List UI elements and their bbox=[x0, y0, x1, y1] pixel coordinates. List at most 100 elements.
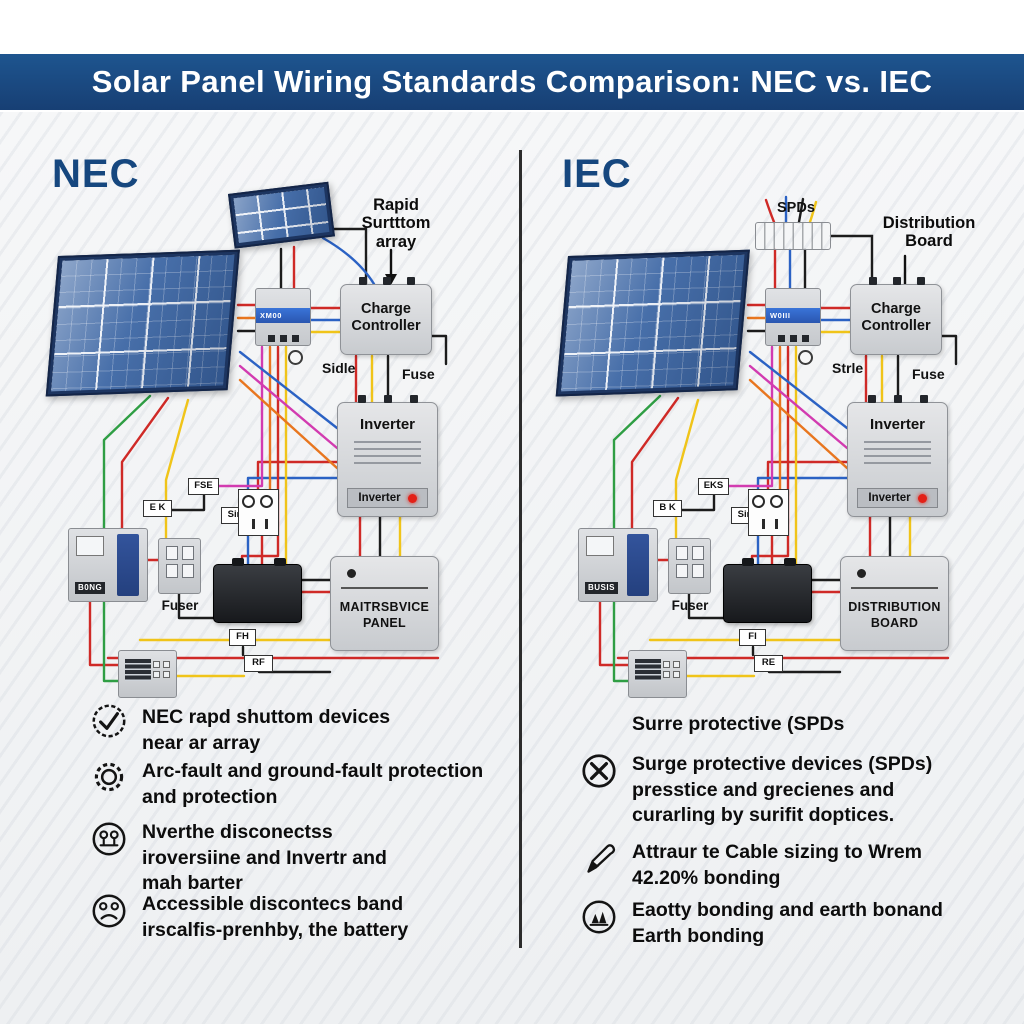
inverter-status-label: Inverter bbox=[358, 492, 401, 504]
nec-column: NEC Rapid Surtttom array XM00 Charge Con… bbox=[45, 152, 484, 941]
inverter: Inverter Inverter bbox=[337, 395, 438, 517]
wire-label-fuse: Fuse bbox=[402, 366, 435, 382]
check-badge-icon bbox=[92, 704, 126, 738]
array-annotation: Rapid Surtttom array bbox=[361, 196, 431, 251]
wire-label-side: Strle bbox=[832, 360, 864, 376]
panel-divider-line bbox=[851, 587, 938, 589]
combiner-band: W0III bbox=[766, 308, 820, 323]
earth-bonding-icon bbox=[582, 900, 616, 934]
iec-heading: IEC bbox=[562, 152, 632, 196]
bullet-text: Attraur te Cable sizing to Wrem 42.20% b… bbox=[632, 841, 923, 889]
bullet-text: Accessible discontecs band irscalfis-pre… bbox=[142, 893, 409, 941]
battery bbox=[213, 558, 302, 623]
inverter-label: Inverter bbox=[359, 416, 416, 433]
tag-re: RE bbox=[754, 655, 783, 672]
wire-label-side: Sidle bbox=[322, 360, 356, 376]
combiner-band: XM00 bbox=[256, 308, 310, 323]
bullet-text: Surge protective devices (SPDs) presstic… bbox=[632, 753, 933, 827]
inverter-status: Inverter bbox=[857, 488, 938, 508]
tag-eks: EKS bbox=[698, 478, 729, 495]
device-keys bbox=[153, 661, 170, 678]
combiner-terminals bbox=[766, 335, 820, 342]
panel-divider-line bbox=[341, 587, 428, 589]
battery bbox=[723, 558, 812, 623]
gauge-icon bbox=[288, 350, 303, 365]
monitoring-device bbox=[118, 650, 177, 698]
combiner-box: W0III bbox=[765, 288, 821, 346]
combiner-label: W0III bbox=[770, 311, 791, 320]
charge-controller: Charge Controller bbox=[850, 277, 942, 355]
tag-fse: FSE bbox=[188, 478, 219, 495]
combiner-terminals bbox=[256, 335, 310, 342]
utility-meter: B0NG bbox=[68, 528, 148, 602]
utility-meter: BUSIS bbox=[578, 528, 658, 602]
power-led bbox=[917, 493, 927, 503]
bullet-text: Eaotty bonding and earth bonand Earth bo… bbox=[632, 899, 943, 947]
pen-icon bbox=[587, 844, 616, 873]
charge-controller-label: Charge Controller bbox=[861, 301, 931, 334]
service-panel: MAITRSBVICE PANEL bbox=[330, 556, 439, 651]
tag-fh: FH bbox=[229, 629, 256, 646]
power-led bbox=[407, 493, 417, 503]
charge-controller-label: Charge Controller bbox=[351, 301, 421, 334]
bullet-text: Surre protective (SPDs bbox=[632, 713, 845, 735]
tag-rf: RF bbox=[244, 655, 273, 672]
disconnect-circle-icon bbox=[92, 822, 126, 856]
disconnect-switch bbox=[748, 489, 789, 536]
fuse-box bbox=[158, 538, 201, 594]
accessible-circle-icon bbox=[92, 894, 126, 928]
gear-icon bbox=[94, 762, 124, 792]
bullet-text: Arc-fault and ground-fault protection an… bbox=[142, 760, 484, 808]
device-screen bbox=[635, 659, 661, 681]
device-keys bbox=[663, 661, 680, 678]
nec-top-wires bbox=[279, 227, 397, 290]
meter-screen bbox=[76, 536, 104, 556]
tag-ek: E K bbox=[143, 500, 172, 517]
disconnect-switch bbox=[238, 489, 279, 536]
spd-device bbox=[755, 222, 831, 250]
meter-screen bbox=[586, 536, 614, 556]
service-panel-label: MAITRSBVICE PANEL bbox=[339, 600, 430, 631]
meter-blue-panel bbox=[627, 534, 649, 596]
iec-top-wires bbox=[764, 195, 907, 290]
inverter-vents bbox=[354, 441, 421, 467]
spd-label: SPDs bbox=[777, 200, 815, 216]
bullet-text: Nverthe disconectss iroversiine and Inve… bbox=[142, 821, 387, 895]
distribution-board: DISTRIBUTION BOARD bbox=[840, 556, 949, 651]
page-title: Solar Panel Wiring Standards Comparison:… bbox=[91, 64, 933, 99]
x-circle-icon bbox=[582, 754, 616, 788]
inverter: Inverter Inverter bbox=[847, 395, 948, 517]
rooftop-array-panel bbox=[228, 181, 335, 249]
solar-array-panel bbox=[45, 249, 240, 397]
panel-knockout bbox=[347, 569, 356, 578]
panel-knockout bbox=[857, 569, 866, 578]
combiner-label: XM00 bbox=[260, 311, 282, 320]
tag-bk: B K bbox=[653, 500, 682, 517]
distribution-board-label: DISTRIBUTION BOARD bbox=[848, 600, 941, 631]
fuse-box bbox=[668, 538, 711, 594]
iec-column: IEC SPDs Distribution Board W0III Charge… bbox=[510, 0, 1024, 1024]
column-divider bbox=[519, 150, 522, 948]
inverter-vents bbox=[864, 441, 931, 467]
inverter-label: Inverter bbox=[869, 416, 926, 433]
charge-controller: Charge Controller bbox=[340, 277, 432, 355]
nec-heading: NEC bbox=[52, 152, 140, 196]
meter-label: B0NG bbox=[75, 582, 106, 594]
meter-label: BUSIS bbox=[585, 582, 618, 594]
bullet-text: NEC rapd shuttom devices near ar array bbox=[142, 706, 391, 754]
monitoring-device bbox=[628, 650, 687, 698]
inverter-status: Inverter bbox=[347, 488, 428, 508]
meter-blue-panel bbox=[117, 534, 139, 596]
gauge-icon bbox=[798, 350, 813, 365]
device-screen bbox=[125, 659, 151, 681]
title-banner: Solar Panel Wiring Standards Comparison:… bbox=[0, 54, 1024, 110]
combiner-box: XM00 bbox=[255, 288, 311, 346]
inverter-status-label: Inverter bbox=[868, 492, 911, 504]
fuser-caption: Fuser bbox=[671, 598, 709, 613]
wire-label-fuse: Fuse bbox=[912, 366, 945, 382]
fuser-caption: Fuser bbox=[161, 598, 199, 613]
solar-array-panel bbox=[555, 249, 750, 397]
tag-fi: FI bbox=[739, 629, 766, 646]
